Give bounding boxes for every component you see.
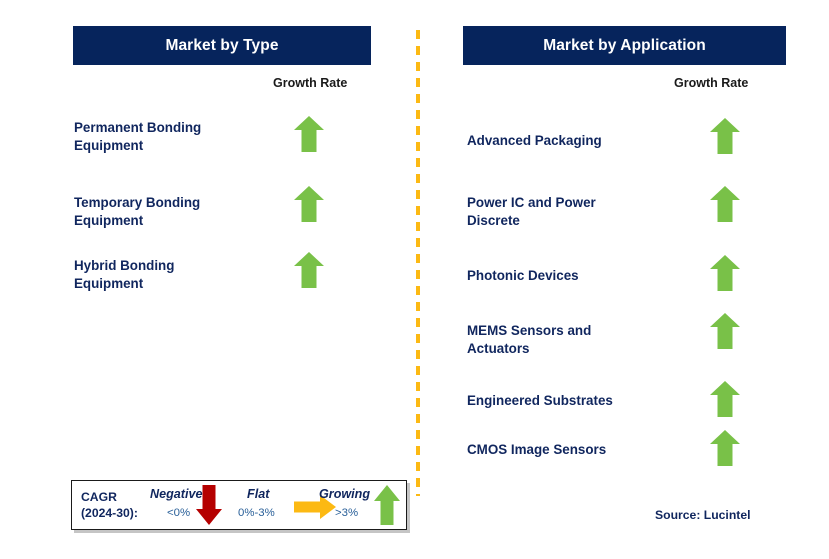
legend-term-flat: Flat [247, 487, 270, 501]
legend-range-growing: >3% [335, 507, 359, 519]
list-item-label: Temporary Bonding Equipment [74, 195, 201, 228]
list-item-label: Hybrid Bonding Equipment [74, 258, 175, 291]
list-item-label: Power IC and Power Discrete [467, 195, 596, 228]
market-by-type-header: Market by Type [73, 26, 371, 65]
arrow-up-icon [710, 255, 740, 291]
arrow-up-icon [710, 118, 740, 154]
legend-range-negative: <0% [167, 507, 191, 519]
arrow-up-icon [710, 313, 740, 349]
list-item-label: Photonic Devices [467, 268, 579, 283]
legend-term-growing: Growing [319, 487, 371, 501]
list-item-label: MEMS Sensors and Actuators [467, 323, 592, 356]
market-by-application-title: Market by Application [543, 36, 706, 54]
growth-rate-caption-type: Growth Rate [273, 76, 348, 90]
arrow-up-icon [710, 381, 740, 417]
arrow-up-icon [710, 430, 740, 466]
legend-term-negative: Negative [150, 487, 203, 501]
arrow-down-icon [196, 485, 222, 530]
list-item-label: CMOS Image Sensors [467, 442, 607, 457]
legend-range-flat: 0%-3% [238, 507, 275, 519]
market-by-application-header: Market by Application [463, 26, 786, 65]
legend-title: CAGR (2024-30): [81, 490, 138, 520]
market-by-type-title: Market by Type [165, 36, 279, 54]
growth-rate-caption-application: Growth Rate [674, 76, 749, 90]
arrow-up-icon [710, 186, 740, 222]
list-item-label: Engineered Substrates [467, 393, 613, 408]
arrow-up-icon [294, 252, 324, 288]
arrow-up-icon [374, 485, 400, 530]
market-by-type-panel: Market by Type Growth Rate Permanent Bon… [0, 0, 408, 559]
list-item-label: Advanced Packaging [467, 133, 602, 148]
vertical-dashed-divider [416, 30, 420, 496]
market-by-application-panel: Market by Application Growth Rate Advanc… [420, 0, 829, 559]
cagr-legend: CAGR (2024-30): Negative <0% Flat 0%-3% … [71, 480, 407, 530]
arrow-up-icon [294, 116, 324, 152]
arrow-up-icon [294, 186, 324, 222]
arrow-right-icon [294, 495, 336, 524]
source-note: Source: Lucintel [655, 508, 751, 522]
list-item-label: Permanent Bonding Equipment [74, 120, 202, 153]
